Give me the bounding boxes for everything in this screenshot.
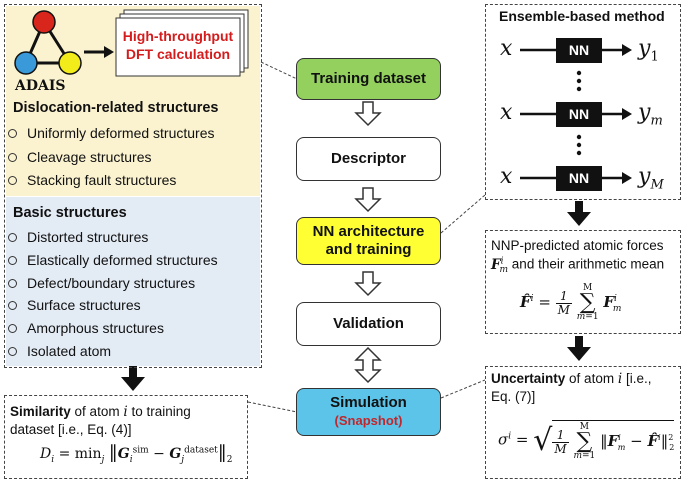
bullet-icon [8, 152, 17, 162]
dft-box-label: High-throughput DFT calculation [122, 28, 234, 62]
ensemble-title: Ensemble-based method [499, 8, 665, 24]
descriptor-box: Descriptor [296, 137, 441, 181]
snapshot-label: (Snapshot) [334, 413, 403, 428]
list-item: Uniformly deformed structures [8, 125, 215, 141]
list-item: Elastically deformed structures [8, 252, 218, 268]
adais-label: ADAIS [15, 78, 66, 94]
similarity-line1: Similarity of atom i to training [10, 404, 191, 420]
forces-line2: Fim and their arithmetic mean [491, 256, 665, 276]
arrow-double [354, 346, 382, 384]
bullet-icon [8, 300, 17, 310]
list-item: Amorphous structures [8, 320, 164, 336]
bullet-icon [8, 255, 17, 265]
list-item: Isolated atom [8, 343, 111, 359]
output-yM: yM [638, 164, 664, 193]
bullet-icon [8, 175, 17, 185]
nn-label: NN [568, 42, 590, 58]
nn-line1: NN architecture [312, 223, 425, 240]
yellow-node-icon [58, 51, 82, 75]
validation-box: Validation [296, 302, 441, 346]
list-item: Distorted structures [8, 229, 148, 245]
nn-label: NN [568, 170, 590, 186]
bullet-icon [8, 278, 17, 288]
similarity-equation: Di = minj ‖Gisim − Gjdataset‖2 [40, 442, 233, 465]
ensemble-panel [485, 4, 681, 200]
uncertainty-panel [485, 366, 681, 479]
arrow-down-1 [354, 101, 382, 127]
input-x: x [500, 100, 513, 125]
training-dataset-box: Training dataset [296, 58, 441, 100]
arrow-down-solid-left [121, 366, 145, 391]
output-ym: ym [638, 100, 663, 129]
nn-label: NN [568, 106, 590, 122]
input-x: x [500, 36, 513, 61]
arrow-down-3 [354, 271, 382, 297]
arrow-right-icon [104, 46, 114, 58]
simulation-label: Simulation [330, 394, 407, 411]
list-item: Stacking fault structures [8, 172, 176, 188]
blue-node-icon [14, 51, 38, 75]
list-item: Defect/boundary structures [8, 275, 195, 291]
bullet-icon [8, 232, 17, 242]
similarity-panel [4, 395, 248, 479]
nn-architecture-box: NN architecture and training [296, 217, 441, 265]
nn-block [556, 38, 602, 63]
similarity-line2: dataset [i.e., Eq. (4)] [10, 422, 132, 437]
list-item: Cleavage structures [8, 149, 152, 165]
nn-line2: and training [325, 241, 412, 258]
structures-panel [4, 4, 262, 368]
uncertainty-line2: Eq. (7)] [491, 389, 536, 404]
nn-block [556, 166, 602, 191]
simulation-box: Simulation (Snapshot) [296, 388, 441, 436]
basic-section [6, 197, 260, 366]
nn-block [556, 102, 602, 127]
arrow-down-solid-mean [567, 336, 591, 361]
bullet-icon [8, 128, 17, 138]
dislocation-heading: Dislocation-related structures [13, 100, 219, 116]
forces-panel [485, 230, 681, 334]
arrow-down-solid-ensemble [567, 201, 591, 226]
input-x: x [500, 164, 513, 189]
red-node-icon [32, 10, 56, 34]
paper-sheet [115, 17, 241, 77]
output-y1: y1 [638, 36, 659, 65]
bullet-icon [8, 323, 17, 333]
arrow-down-2 [354, 187, 382, 213]
list-item: Surface structures [8, 297, 141, 313]
uncertainty-line1: Uncertainty of atom i [i.e., [491, 371, 652, 387]
forces-line1: NNP-predicted atomic forces [491, 238, 664, 253]
basic-heading: Basic structures [13, 205, 127, 221]
bullet-icon [8, 346, 17, 356]
